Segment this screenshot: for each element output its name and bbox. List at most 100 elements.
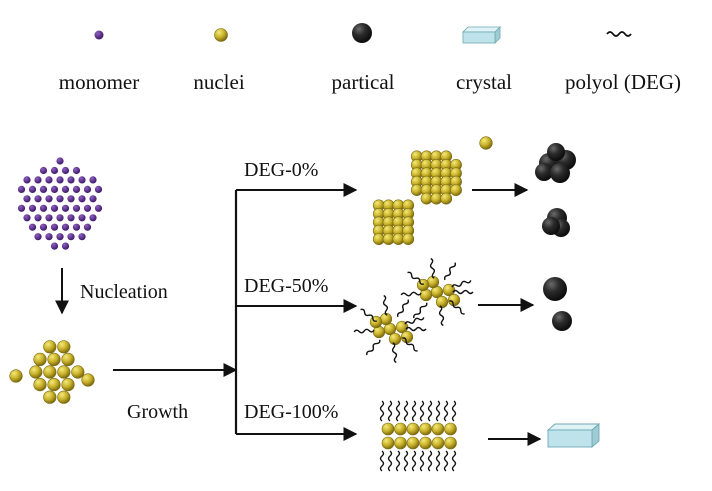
nuclei-sphere-icon <box>47 352 61 367</box>
polyol-chain-icon <box>379 450 385 472</box>
crystal-block-icon <box>462 26 501 44</box>
nuclei-sphere-icon <box>400 330 414 344</box>
polyol-chain-icon <box>452 289 474 295</box>
monomer-dot-icon <box>56 157 64 165</box>
polyol-chain-icon <box>438 305 445 327</box>
legend: monomer nuclei partical crystal polyol (… <box>59 23 681 94</box>
monomer-dot-icon <box>78 195 86 203</box>
monomer-dot-icon <box>78 214 86 222</box>
monomer-dot-icon <box>23 195 31 203</box>
monomer-dot-icon <box>50 185 59 193</box>
monomer-dot-icon <box>45 233 53 241</box>
growth-label: Growth <box>127 401 188 423</box>
polyol-chain-icon <box>402 337 418 352</box>
nuclei-sphere-icon <box>431 436 445 450</box>
polyol-chain-icon <box>429 257 436 279</box>
polyol-chain-icon <box>449 300 465 315</box>
nuclei-sphere-icon <box>369 315 383 329</box>
nuclei-sphere-icon <box>381 422 395 436</box>
monomer-dot-icon <box>23 176 31 184</box>
deg50-aggregates <box>353 257 474 364</box>
polyol-chain-icon <box>395 400 401 422</box>
crystal-block-icon <box>546 423 601 448</box>
monomer-dot-icon <box>39 185 48 193</box>
nuclei-sphere-icon <box>57 340 71 354</box>
polyol-chain-icon <box>407 271 425 285</box>
monomer-dot-icon <box>34 195 42 203</box>
polyol-chain-icon <box>443 450 449 472</box>
nucleation-label: Nucleation <box>80 281 168 303</box>
polyol-chain-icon <box>360 308 378 322</box>
particle-sphere-icon <box>535 163 553 181</box>
polyol-chain-icon <box>366 339 381 356</box>
nuclei-cluster <box>9 340 95 404</box>
polyol-chain-icon <box>606 31 632 37</box>
monomer-dot-icon <box>50 223 59 231</box>
polyol-chain-icon <box>443 400 449 422</box>
branch-label-deg100: DEG-100% <box>244 401 338 423</box>
polyol-chain-icon <box>451 280 472 288</box>
monomer-dot-icon <box>28 185 37 193</box>
nuclei-sphere-icon <box>61 378 75 392</box>
monomer-dot-icon <box>28 204 37 212</box>
nuclei-sphere-icon <box>61 352 75 367</box>
polyol-chain-icon <box>400 291 422 297</box>
nuclei-sphere-icon <box>394 422 407 436</box>
legend-label-partical: partical <box>332 70 395 94</box>
monomer-dot-icon <box>61 223 70 231</box>
nuclei-sphere-icon <box>33 378 47 392</box>
particle-sphere-icon <box>550 163 570 183</box>
nuclei-sphere-icon <box>29 365 43 379</box>
monomer-dot-icon <box>45 176 53 184</box>
monomer-dot-icon <box>89 176 97 184</box>
particle-sphere-icon <box>543 277 567 301</box>
monomer-dot-icon <box>61 185 70 193</box>
nuclei-sphere-icon <box>43 340 57 354</box>
polyol-chain-icon <box>427 400 433 422</box>
polyol-chain-icon <box>403 450 409 472</box>
monomer-dot-icon <box>78 233 86 241</box>
monomer-dot-icon <box>61 204 70 212</box>
legend-label-monomer: monomer <box>59 70 139 94</box>
polyol-chain-icon <box>382 294 389 316</box>
nuclei-sphere-icon <box>450 184 462 196</box>
deg0-aggregates <box>372 136 493 245</box>
particle-sphere-icon <box>552 311 572 331</box>
monomer-dot-icon <box>50 242 59 250</box>
monomer-dot-icon <box>89 214 97 222</box>
monomer-dot-icon <box>50 166 59 175</box>
monomer-dot-icon <box>61 242 70 250</box>
nuclei-sphere-icon <box>388 332 402 346</box>
monomer-dot-icon <box>83 185 92 193</box>
monomer-dot-icon <box>34 214 42 222</box>
polyol-chain-icon <box>443 262 457 281</box>
monomer-dot-icon <box>67 195 75 203</box>
particle-sphere-icon <box>352 23 372 43</box>
legend-item-nuclei: nuclei <box>193 28 245 94</box>
deg100-nuclei-layer <box>379 400 457 472</box>
nuclei-sphere-icon <box>440 192 453 205</box>
legend-item-monomer: monomer <box>59 30 139 94</box>
polyol-chain-icon <box>411 450 417 472</box>
polyol-chain-icon <box>404 317 425 325</box>
polyol-chain-icon <box>435 450 441 472</box>
monomer-dot-icon <box>89 195 97 203</box>
nuclei-sphere-icon <box>402 233 415 245</box>
nuclei-sphere-icon <box>419 422 432 436</box>
legend-item-crystal: crystal <box>456 26 512 94</box>
legend-label-nuclei: nuclei <box>193 70 244 94</box>
monomer-dot-icon <box>61 166 70 175</box>
monomer-dot-icon <box>56 195 64 203</box>
particle-sphere-icon <box>542 217 560 235</box>
polyol-chain-icon <box>387 400 393 422</box>
nuclei-sphere-icon <box>444 436 457 450</box>
nuclei-sphere-icon <box>406 422 420 436</box>
polyol-chain-icon <box>353 328 375 334</box>
monomer-dot-icon <box>56 233 64 241</box>
monomer-dot-icon <box>17 185 26 193</box>
monomer-dot-icon <box>50 204 59 212</box>
polyol-chain-icon <box>403 400 409 422</box>
nuclei-sphere-icon <box>9 369 23 383</box>
nuclei-sphere-icon <box>47 378 61 392</box>
